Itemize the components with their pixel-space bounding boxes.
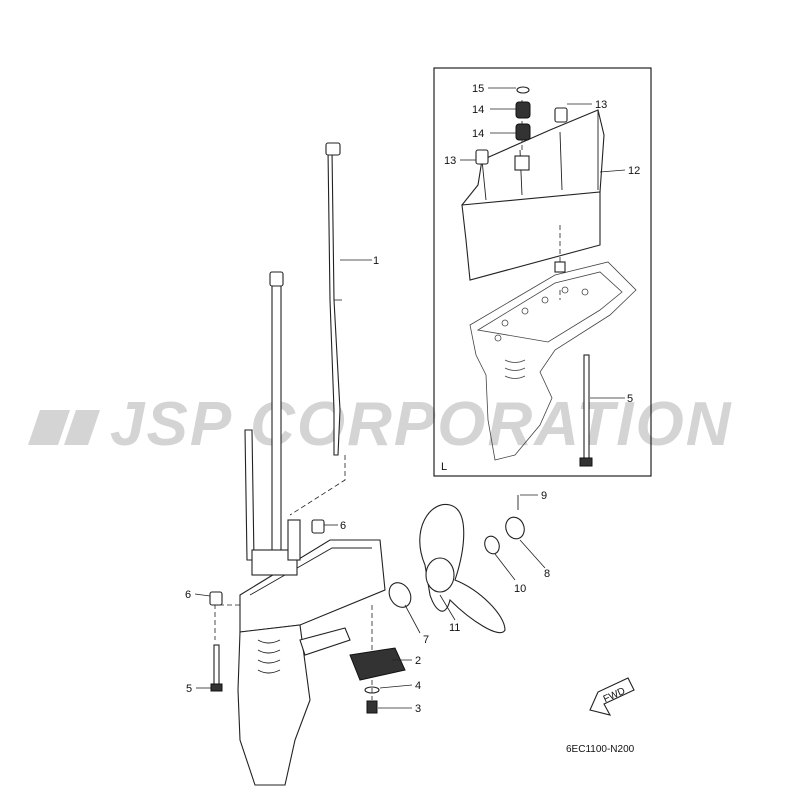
part-14-bearing-upper: [515, 101, 531, 119]
lower-unit-casing: [237, 539, 386, 786]
watermark: JSP CORPORATION: [28, 390, 733, 459]
label-1: 1: [373, 255, 379, 267]
label-3: 3: [415, 703, 421, 715]
drive-shaft: [244, 271, 301, 576]
part-13-dowel-left: [475, 149, 489, 165]
label-11: 11: [449, 622, 460, 634]
fwd-arrow: FWD: [589, 677, 635, 716]
label-7: 7: [423, 634, 429, 646]
part-7-thrust-washer: [388, 582, 412, 608]
guide-line: [214, 604, 240, 640]
part-2-anode: [349, 647, 406, 681]
callouts: 15 14 14 13 13 12 1 5 6 6 9 8 10 11 7 2 …: [185, 83, 640, 715]
part-13-dowel-right: [554, 107, 568, 123]
label-13-left: 13: [444, 155, 456, 167]
inset-lower-casing: [469, 261, 637, 461]
part-10-washer: [484, 535, 500, 555]
label-15: 15: [472, 83, 484, 95]
watermark-text: JSP CORPORATION: [110, 390, 733, 459]
inset-box: [433, 67, 652, 477]
label-9: 9: [541, 490, 547, 502]
part-5-bolt-inset: [579, 354, 593, 467]
guide-line: [289, 455, 346, 516]
part-6-dowel-left: [209, 591, 223, 606]
part-15-circlip: [516, 86, 530, 94]
inset-label: L: [441, 461, 447, 473]
part-14-bearing-lower: [515, 123, 531, 141]
pump-shaft-hole: [514, 155, 530, 171]
label-13-right: 13: [595, 99, 607, 111]
diagram-code: 6EC1100-N200: [566, 744, 635, 755]
label-6-left: 6: [185, 589, 191, 601]
label-2: 2: [415, 655, 421, 667]
part-1-shift-rod: [325, 142, 342, 456]
label-14-upper: 14: [472, 104, 484, 116]
part-6-dowel-upper: [311, 519, 325, 534]
label-4: 4: [415, 680, 421, 692]
part-5-bolt-main: [210, 644, 223, 692]
part-8-prop-nut: [505, 516, 525, 540]
label-14-lower: 14: [472, 128, 484, 140]
part-3-bolt: [366, 700, 378, 714]
label-8: 8: [544, 568, 550, 580]
label-5-main: 5: [186, 683, 192, 695]
part-11-propeller: [419, 503, 506, 634]
label-5-inset: 5: [627, 393, 633, 405]
part-12-water-pump-plate: [461, 100, 605, 300]
label-10: 10: [514, 583, 526, 595]
label-12: 12: [628, 165, 640, 177]
label-6-upper: 6: [340, 520, 346, 532]
